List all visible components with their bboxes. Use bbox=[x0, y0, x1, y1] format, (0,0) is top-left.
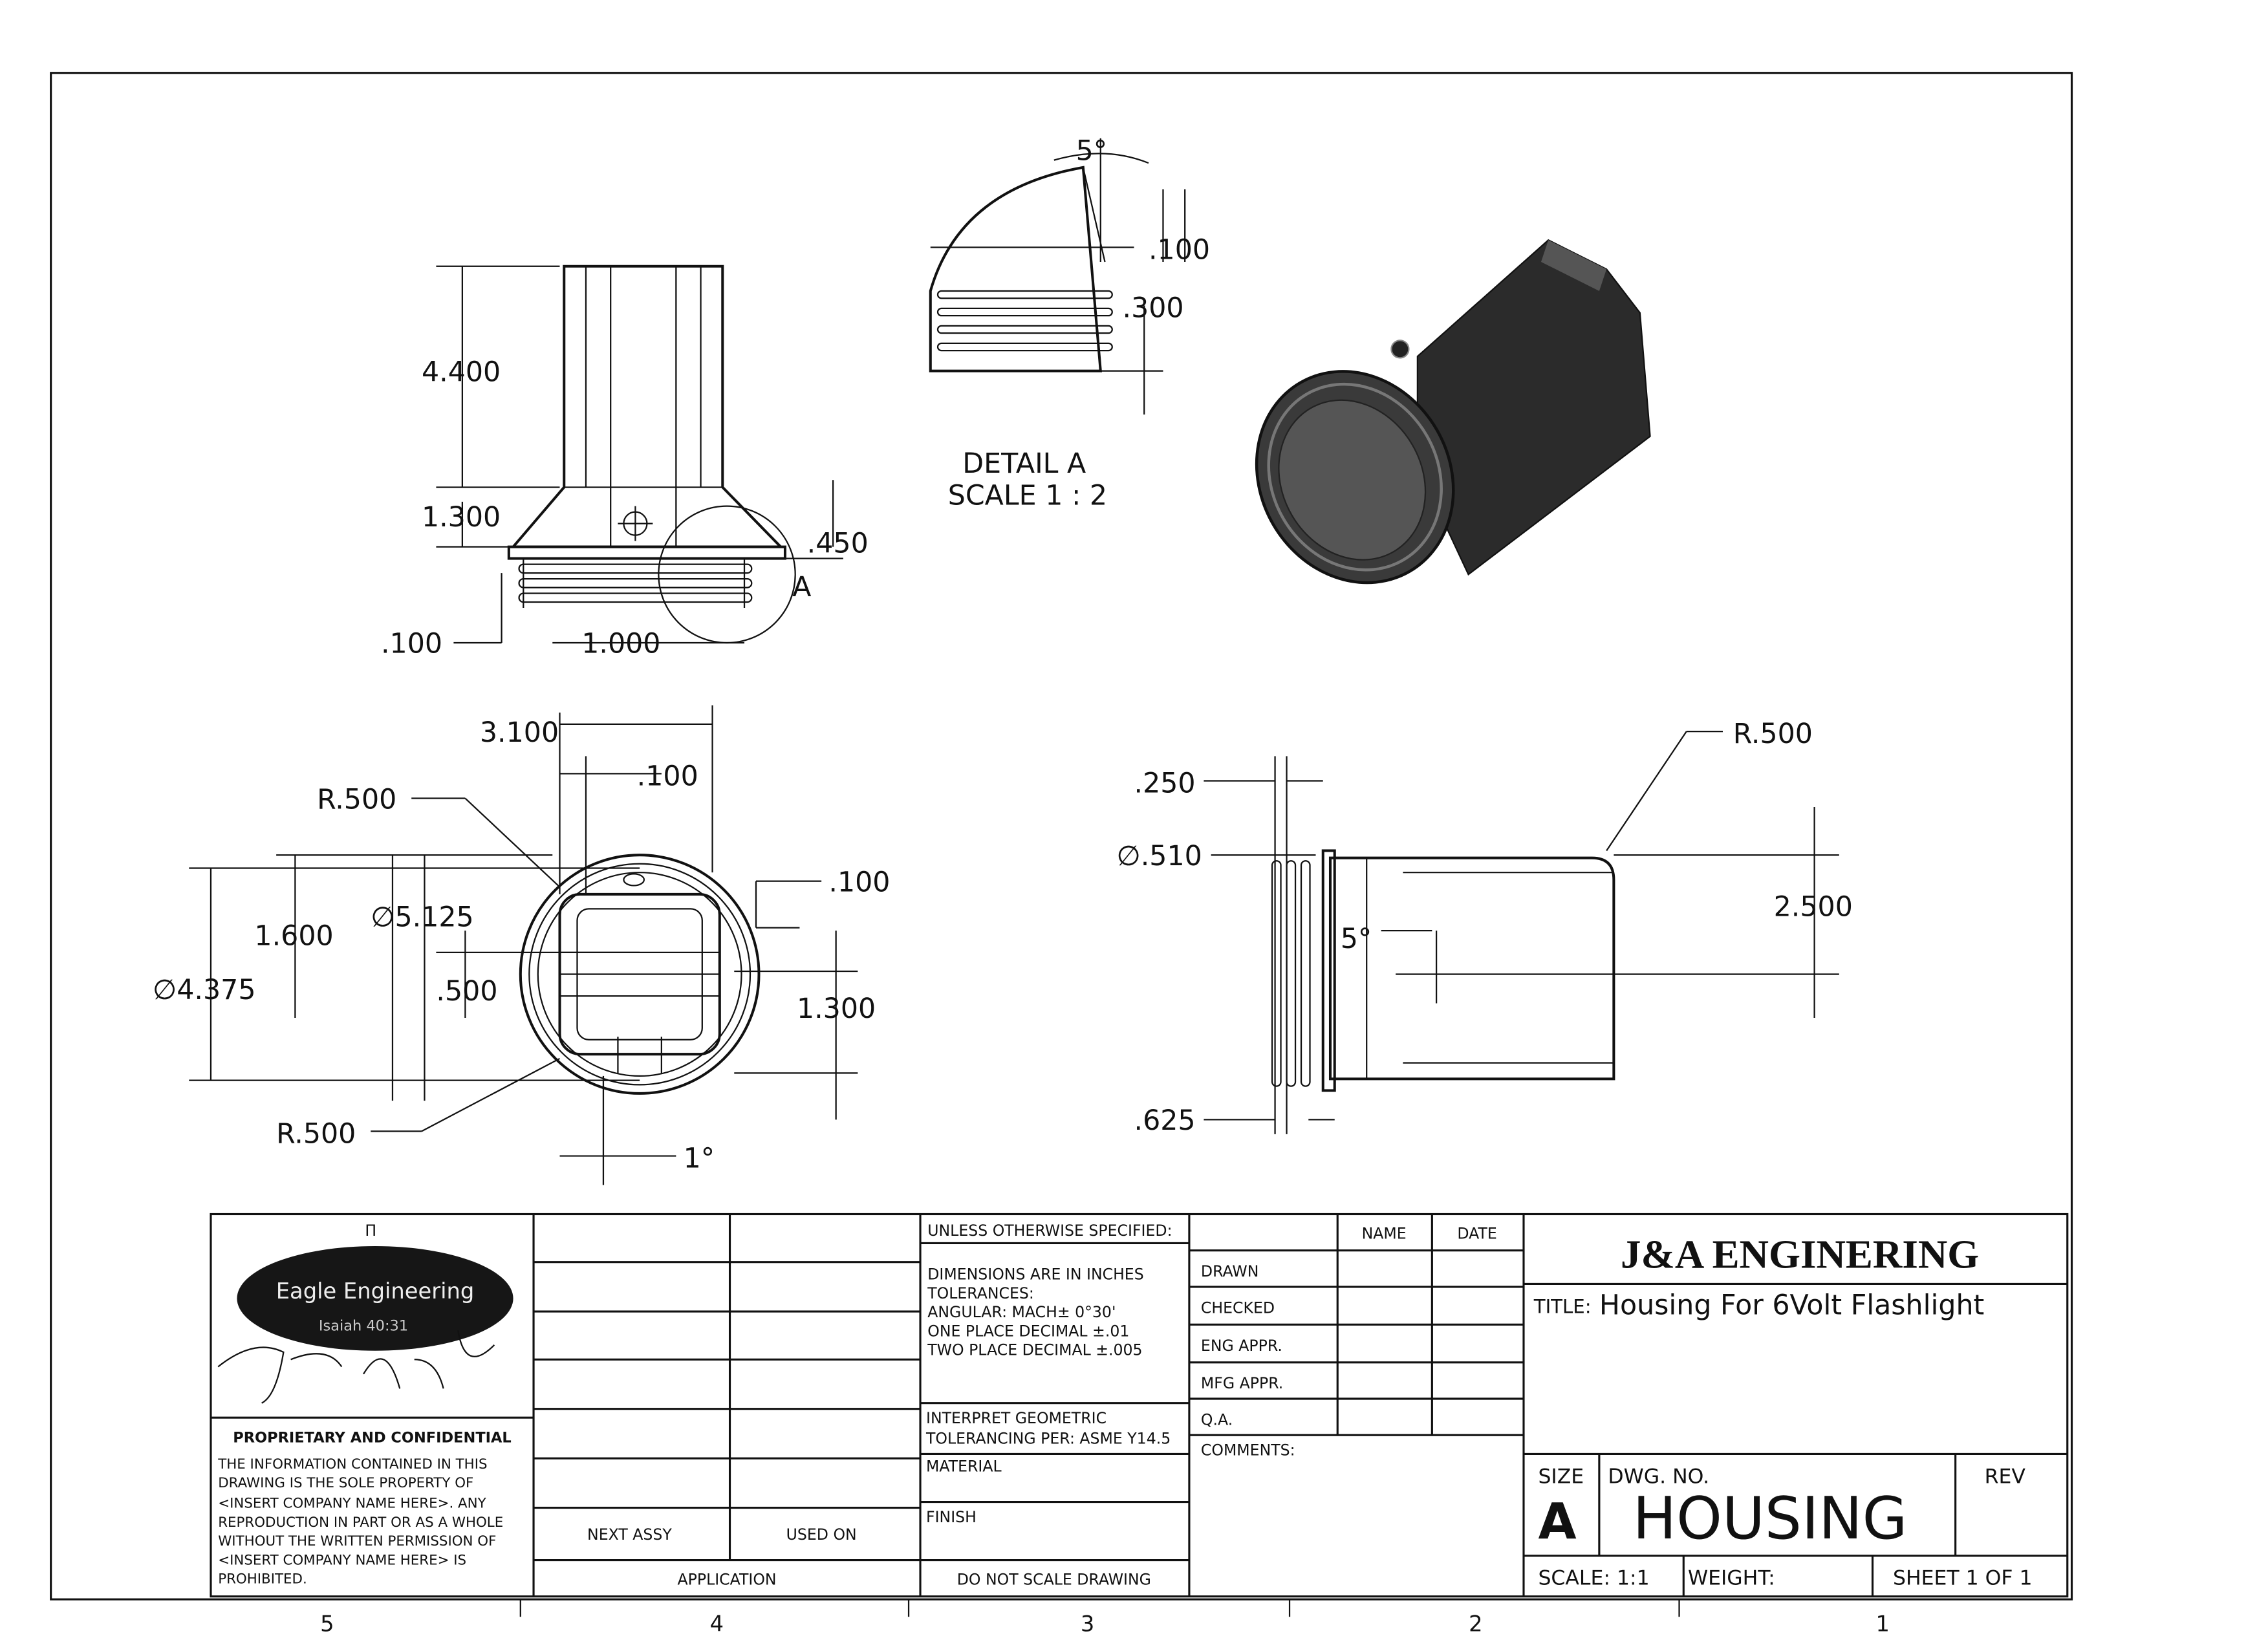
detail-a-callout: A bbox=[792, 571, 811, 603]
zone-4: 4 bbox=[710, 1611, 724, 1637]
size-value: A bbox=[1538, 1493, 1576, 1551]
dim-625: .625 bbox=[1134, 1105, 1196, 1137]
dim-2500: 2.500 bbox=[1774, 891, 1853, 923]
zone-markers: 5 4 3 2 1 bbox=[320, 1599, 1890, 1637]
approval-checked: CHECKED bbox=[1201, 1299, 1275, 1317]
dim-dia-5125: ∅5.125 bbox=[371, 901, 473, 933]
dim-100-top: .100 bbox=[637, 760, 698, 792]
dim-250: .250 bbox=[1134, 768, 1196, 800]
comments-label: COMMENTS: bbox=[1201, 1441, 1295, 1460]
dim-dia-4375: ∅4.375 bbox=[153, 974, 255, 1006]
tolerance-line: DIMENSIONS ARE IN INCHES bbox=[927, 1266, 1143, 1284]
logo-name: Eagle Engineering bbox=[276, 1278, 475, 1304]
dim-500: .500 bbox=[436, 975, 497, 1008]
dim-300: .300 bbox=[1123, 292, 1184, 324]
zone-5: 5 bbox=[320, 1611, 334, 1637]
dwg-no-label: DWG. NO. bbox=[1608, 1465, 1709, 1488]
dim-r500-top: R.500 bbox=[317, 783, 396, 815]
dim-100: .100 bbox=[381, 628, 442, 660]
material-label: MATERIAL bbox=[926, 1457, 1002, 1475]
proprietary-line: PROHIBITED. bbox=[218, 1571, 307, 1587]
approval-qa: Q.A. bbox=[1201, 1410, 1233, 1428]
dim-450: .450 bbox=[807, 528, 869, 560]
dim-1-deg: 1° bbox=[684, 1143, 715, 1175]
proprietary-line: WITHOUT THE WRITTEN PERMISSION OF bbox=[218, 1533, 496, 1549]
dim-r500-side: R.500 bbox=[1733, 718, 1813, 750]
eagle-engineering-logo: П Eagle Engineering Isaiah 40:31 bbox=[217, 1222, 513, 1404]
dwg-no-value: HOUSING bbox=[1633, 1485, 1908, 1553]
sheet-value: SHEET 1 OF 1 bbox=[1893, 1567, 2033, 1590]
rev-label: REV bbox=[1985, 1465, 2026, 1488]
logo-verse: Isaiah 40:31 bbox=[319, 1317, 408, 1334]
drawing-border bbox=[50, 72, 2073, 1600]
tolerance-line: ONE PLACE DECIMAL ±.01 bbox=[927, 1322, 1129, 1340]
dim-4400: 4.400 bbox=[422, 356, 501, 388]
zone-1: 1 bbox=[1876, 1611, 1890, 1637]
drawing-title: Housing For 6Volt Flashlight bbox=[1599, 1289, 1984, 1322]
dim-5-deg-side: 5° bbox=[1341, 923, 1372, 955]
finish-label: FINISH bbox=[926, 1508, 977, 1526]
dim-1300: 1.300 bbox=[422, 501, 501, 534]
detail-scale: SCALE 1 : 2 bbox=[948, 479, 1107, 512]
next-assy-label: NEXT ASSY bbox=[587, 1525, 672, 1544]
approval-mfg: MFG APPR. bbox=[1201, 1374, 1283, 1392]
name-header: NAME bbox=[1362, 1225, 1407, 1243]
dim-dia-510: ∅.510 bbox=[1117, 840, 1202, 872]
dim-100: .100 bbox=[1149, 233, 1210, 266]
unless-specified: UNLESS OTHERWISE SPECIFIED: bbox=[927, 1222, 1172, 1240]
dim-5-deg: 5° bbox=[1076, 135, 1108, 167]
top-view: 3.100 .100 R.500 .100 1.600 ∅5.125 ∅4.37… bbox=[153, 705, 890, 1185]
logo-mark: П bbox=[365, 1222, 376, 1240]
front-view: 4.400 1.300 .450 A .100 1.000 bbox=[381, 264, 869, 660]
title-block: П Eagle Engineering Isaiah 40:31 PROPRIE… bbox=[210, 1212, 2069, 1598]
weight-label: WEIGHT: bbox=[1688, 1567, 1775, 1590]
approval-eng: ENG APPR. bbox=[1201, 1337, 1282, 1355]
do-not-scale-label: DO NOT SCALE DRAWING bbox=[957, 1571, 1151, 1589]
scale-value: SCALE: 1:1 bbox=[1538, 1567, 1649, 1590]
proprietary-line: THE INFORMATION CONTAINED IN THIS bbox=[217, 1456, 487, 1472]
proprietary-line: DRAWING IS THE SOLE PROPERTY OF bbox=[218, 1475, 473, 1491]
detail-a-view: 5° .100 .300 DETAIL A SCALE 1 : 2 bbox=[929, 135, 1210, 512]
isometric-view bbox=[1255, 239, 1651, 585]
side-view: R.500 .250 ∅.510 2.500 5° .625 bbox=[1117, 718, 1853, 1137]
interpret-line: TOLERANCING PER: ASME Y14.5 bbox=[925, 1430, 1171, 1448]
tolerance-line: ANGULAR: MACH± 0°30' bbox=[927, 1303, 1116, 1321]
signature bbox=[217, 1330, 495, 1404]
zone-2: 2 bbox=[1469, 1611, 1482, 1637]
size-label: SIZE bbox=[1538, 1465, 1584, 1488]
company-name: J&A ENGINERING bbox=[1621, 1232, 1979, 1277]
proprietary-line: <INSERT COMPANY NAME HERE>. ANY bbox=[218, 1496, 486, 1512]
dim-100-right: .100 bbox=[828, 866, 890, 898]
interpret-line: INTERPRET GEOMETRIC bbox=[926, 1409, 1107, 1427]
tolerance-line: TWO PLACE DECIMAL ±.005 bbox=[927, 1341, 1142, 1359]
dim-3100: 3.100 bbox=[480, 717, 559, 749]
used-on-label: USED ON bbox=[786, 1525, 857, 1544]
detail-label: DETAIL A bbox=[962, 447, 1086, 480]
proprietary-heading: PROPRIETARY AND CONFIDENTIAL bbox=[233, 1429, 511, 1446]
proprietary-line: REPRODUCTION IN PART OR AS A WHOLE bbox=[218, 1514, 503, 1531]
application-label: APPLICATION bbox=[677, 1571, 776, 1589]
zone-3: 3 bbox=[1081, 1611, 1094, 1637]
approval-drawn: DRAWN bbox=[1201, 1262, 1258, 1280]
dim-1300-top: 1.300 bbox=[797, 993, 876, 1025]
dim-1000: 1.000 bbox=[581, 628, 660, 660]
tolerance-line: TOLERANCES: bbox=[927, 1284, 1034, 1302]
proprietary-line: <INSERT COMPANY NAME HERE> IS bbox=[218, 1552, 466, 1568]
dim-1600: 1.600 bbox=[254, 920, 333, 953]
dim-r500-bottom: R.500 bbox=[276, 1117, 356, 1150]
date-header: DATE bbox=[1457, 1225, 1496, 1243]
title-label: TITLE: bbox=[1533, 1295, 1592, 1317]
